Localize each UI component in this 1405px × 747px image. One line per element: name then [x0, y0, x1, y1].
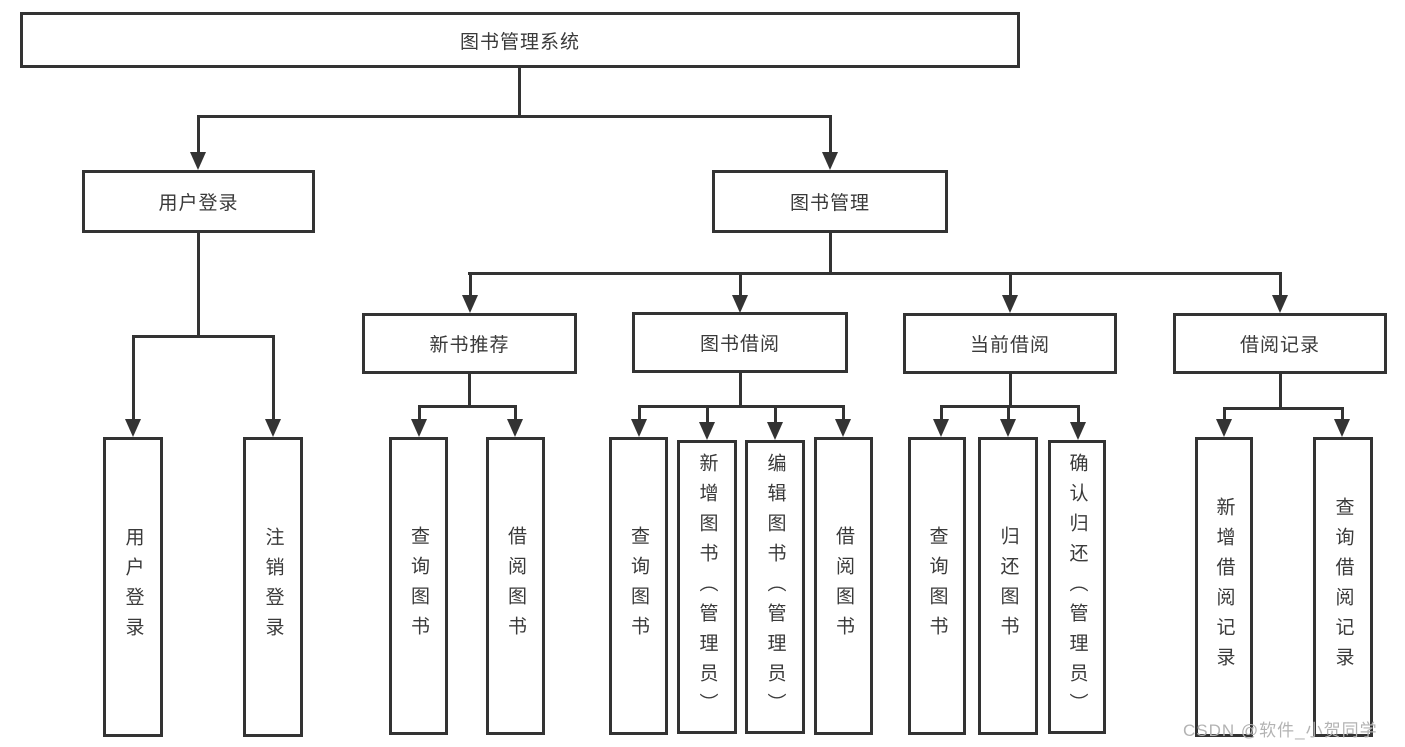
connector-line	[739, 373, 742, 405]
arrowhead-icon	[1000, 419, 1016, 437]
connector-line	[132, 335, 275, 338]
node-book-manage-label: 图书管理	[789, 193, 870, 214]
node-book-manage: 图书管理	[712, 170, 948, 233]
arrowhead-icon	[1002, 295, 1018, 313]
leaf-logout: 注销登录	[243, 437, 303, 737]
arrowhead-icon	[1334, 419, 1350, 437]
node-book-borrow: 图书借阅	[632, 312, 848, 373]
leaf-edit-book-admin-label: 编辑图书（管理员）	[764, 453, 786, 723]
arrowhead-icon	[1070, 422, 1086, 440]
connector-line	[469, 272, 472, 295]
arrowhead-icon	[411, 419, 427, 437]
connector-line	[1009, 374, 1012, 405]
node-new-book-recommend: 新书推荐	[362, 313, 577, 374]
leaf-add-book-admin: 新增图书（管理员）	[677, 440, 737, 734]
node-user-login: 用户登录	[82, 170, 315, 233]
arrowhead-icon	[190, 152, 206, 170]
arrowhead-icon	[822, 152, 838, 170]
leaf-confirm-return-admin-label: 确认归还（管理员）	[1066, 453, 1088, 723]
connector-line	[774, 405, 777, 422]
leaf-borrow-books-1: 借阅图书	[486, 437, 545, 735]
connector-line	[418, 405, 517, 408]
connector-line	[1341, 407, 1344, 419]
connector-line	[1279, 374, 1282, 407]
arrowhead-icon	[507, 419, 523, 437]
leaf-query-books-1-label: 查询图书	[408, 526, 429, 646]
connector-line	[197, 115, 200, 152]
connector-line	[1009, 272, 1012, 295]
connector-line	[638, 405, 845, 408]
connector-line	[1223, 407, 1343, 410]
connector-line	[829, 115, 832, 152]
leaf-return-books: 归还图书	[978, 437, 1038, 735]
leaf-return-books-label: 归还图书	[997, 526, 1019, 646]
connector-line	[829, 233, 832, 272]
connector-line	[518, 68, 521, 115]
leaf-query-books-2-label: 查询图书	[628, 526, 649, 646]
connector-line	[272, 335, 275, 419]
leaf-logout-label: 注销登录	[262, 527, 284, 647]
node-borrow-records: 借阅记录	[1173, 313, 1387, 374]
connector-line	[706, 405, 709, 422]
arrowhead-icon	[933, 419, 949, 437]
arrowhead-icon	[732, 295, 748, 313]
connector-line	[1077, 405, 1080, 422]
leaf-add-borrow-record-label: 新增借阅记录	[1213, 497, 1235, 677]
arrowhead-icon	[631, 419, 647, 437]
leaf-query-books-3-label: 查询图书	[926, 526, 948, 646]
connector-line	[739, 272, 742, 295]
arrowhead-icon	[265, 419, 281, 437]
leaf-add-borrow-record: 新增借阅记录	[1195, 437, 1253, 737]
node-root: 图书管理系统	[20, 12, 1020, 68]
arrowhead-icon	[699, 422, 715, 440]
node-current-borrow: 当前借阅	[903, 313, 1117, 374]
node-root-label: 图书管理系统	[459, 31, 580, 53]
connector-line	[468, 272, 1282, 275]
connector-line	[514, 405, 517, 419]
leaf-user-login-label: 用户登录	[122, 527, 144, 647]
arrowhead-icon	[1272, 295, 1288, 313]
leaf-query-books-1: 查询图书	[389, 437, 448, 735]
connector-line	[468, 374, 471, 405]
connector-line	[197, 233, 200, 335]
leaf-borrow-books-2-label: 借阅图书	[833, 526, 854, 646]
leaf-edit-book-admin: 编辑图书（管理员）	[745, 440, 805, 734]
node-book-borrow-label: 图书借阅	[699, 334, 780, 355]
arrowhead-icon	[462, 295, 478, 313]
csdn-watermark: CSDN @软件_小贺同学	[1183, 721, 1378, 740]
connector-line	[842, 405, 845, 419]
leaf-borrow-books-2: 借阅图书	[814, 437, 873, 735]
connector-line	[1223, 407, 1226, 419]
leaf-user-login: 用户登录	[103, 437, 163, 737]
leaf-borrow-books-1-label: 借阅图书	[505, 526, 526, 646]
arrowhead-icon	[1216, 419, 1232, 437]
connector-line	[1279, 272, 1282, 295]
node-new-book-recommend-label: 新书推荐	[429, 335, 510, 356]
connector-line	[638, 405, 641, 419]
leaf-query-books-2: 查询图书	[609, 437, 668, 735]
connector-line	[1007, 405, 1010, 419]
arrowhead-icon	[767, 422, 783, 440]
connector-line	[940, 405, 1080, 408]
node-user-login-label: 用户登录	[158, 193, 239, 214]
leaf-query-borrow-record: 查询借阅记录	[1313, 437, 1373, 737]
leaf-confirm-return-admin: 确认归还（管理员）	[1048, 440, 1106, 734]
leaf-add-book-admin-label: 新增图书（管理员）	[696, 453, 718, 723]
connector-line	[132, 335, 135, 419]
node-current-borrow-label: 当前借阅	[969, 335, 1050, 356]
connector-line	[197, 115, 832, 118]
connector-line	[418, 405, 421, 419]
arrowhead-icon	[125, 419, 141, 437]
node-borrow-records-label: 借阅记录	[1239, 335, 1320, 356]
connector-line	[940, 405, 943, 419]
leaf-query-borrow-record-label: 查询借阅记录	[1332, 497, 1354, 677]
arrowhead-icon	[835, 419, 851, 437]
leaf-query-books-3: 查询图书	[908, 437, 966, 735]
